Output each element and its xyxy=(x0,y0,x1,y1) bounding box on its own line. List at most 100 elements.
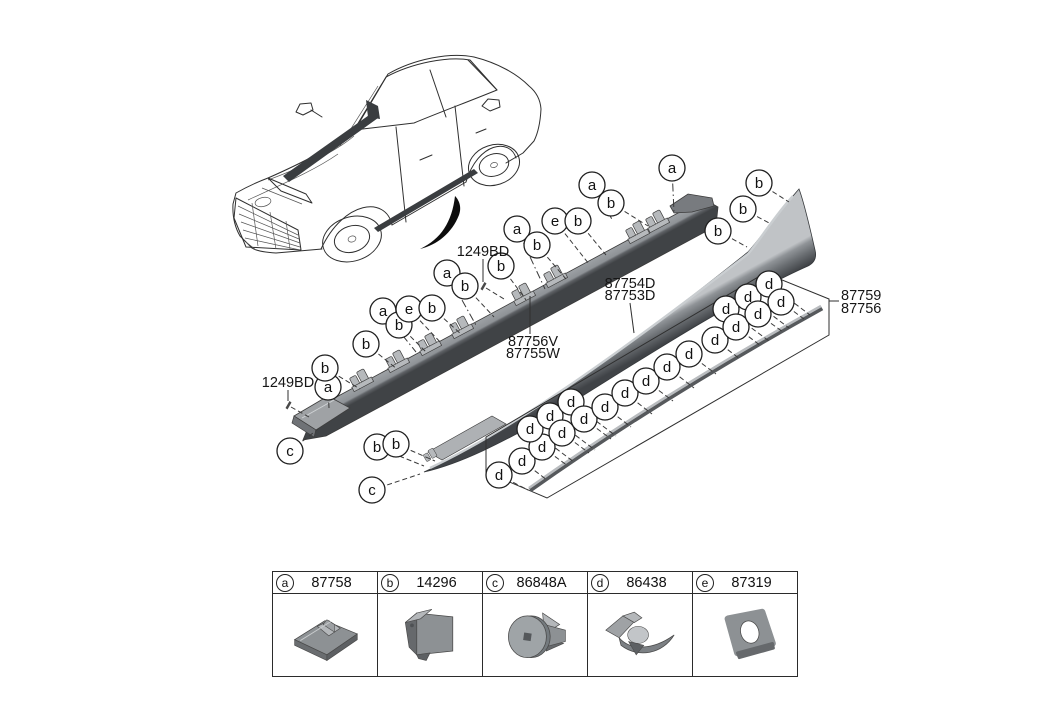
leader-line-b-2 xyxy=(324,367,361,390)
callout-b[interactable]: b xyxy=(418,294,446,322)
svg-text:d: d xyxy=(580,411,588,428)
pointer-swoosh-arrow xyxy=(420,196,461,249)
callout-b[interactable]: b xyxy=(352,330,380,358)
callout-a[interactable]: a xyxy=(658,154,686,182)
svg-text:d: d xyxy=(526,421,534,438)
callout-b[interactable]: b xyxy=(729,195,757,223)
leader-line-d-25 xyxy=(521,460,548,481)
tape-strip xyxy=(528,305,824,493)
legend-letter-badge-d: d xyxy=(591,573,609,592)
clip xyxy=(543,264,569,289)
callout-d[interactable]: d xyxy=(548,419,576,447)
label-tape-1: 87759 xyxy=(841,288,881,304)
callout-b[interactable]: b xyxy=(704,217,732,245)
label-screw-lower: 1249BD xyxy=(262,375,314,391)
callout-b[interactable]: b xyxy=(523,231,551,259)
clip xyxy=(349,368,375,393)
grille xyxy=(233,196,302,251)
svg-text:d: d xyxy=(711,332,719,349)
callout-b[interactable]: b xyxy=(564,207,592,235)
svg-text:b: b xyxy=(497,258,505,275)
svg-text:a: a xyxy=(324,379,333,396)
grommet-clip-icon xyxy=(508,611,566,658)
callout-d[interactable]: d xyxy=(508,447,536,475)
leader-line-d-24 xyxy=(498,474,529,491)
svg-text:c: c xyxy=(368,482,376,499)
callout-d[interactable]: d xyxy=(767,288,795,316)
car-illustration xyxy=(232,54,542,263)
far-side-mirror xyxy=(295,102,323,118)
callout-d[interactable]: d xyxy=(744,300,772,328)
leader-line-d-33 xyxy=(624,392,653,415)
label-moulding-rear-2: 87753D xyxy=(605,288,656,304)
callout-d[interactable]: d xyxy=(653,353,681,381)
pad-with-hole-icon xyxy=(724,608,776,659)
legend-icon-cell-b[interactable] xyxy=(377,593,483,677)
callout-b[interactable]: b xyxy=(745,169,773,197)
moulding-highlight-far-side xyxy=(283,113,378,182)
legend-icon-cell-c[interactable] xyxy=(482,593,588,677)
legend-letter-badge-b: b xyxy=(381,573,399,592)
legend-icon-cell-e[interactable] xyxy=(692,593,798,677)
callout-d[interactable]: d xyxy=(675,340,703,368)
svg-text:d: d xyxy=(495,467,503,484)
legend-icon-cell-a[interactable] xyxy=(272,593,378,677)
svg-text:b: b xyxy=(362,336,370,353)
callout-e[interactable]: e xyxy=(541,207,569,235)
moulding-highlight-sill xyxy=(374,169,478,232)
svg-text:b: b xyxy=(607,195,615,212)
callout-c[interactable]: c xyxy=(358,476,386,504)
leader-line-d-37 xyxy=(714,339,741,360)
svg-text:d: d xyxy=(722,301,730,318)
callout-d[interactable]: d xyxy=(632,367,660,395)
leader-line-b-22 xyxy=(742,208,772,225)
legend-icon-cell-d[interactable] xyxy=(587,593,693,677)
label-moulding-rear-1: 87754D xyxy=(605,276,656,292)
callout-a[interactable]: a xyxy=(578,171,606,199)
end-pad-clip-icon xyxy=(293,618,359,661)
svg-text:b: b xyxy=(395,317,403,334)
svg-text:c: c xyxy=(286,443,294,460)
callout-d[interactable]: d xyxy=(611,379,639,407)
leader-line-b-19 xyxy=(395,443,436,462)
callout-d[interactable]: d xyxy=(570,405,598,433)
callout-c[interactable]: c xyxy=(276,437,304,465)
clip xyxy=(625,220,651,245)
callout-b[interactable]: b xyxy=(382,430,410,458)
svg-text:d: d xyxy=(744,289,752,306)
svg-text:b: b xyxy=(755,175,763,192)
callout-d[interactable]: d xyxy=(516,415,544,443)
label-screw-upper: 1249BD xyxy=(457,244,509,260)
callout-b[interactable]: b xyxy=(597,189,625,217)
callout-d[interactable]: d xyxy=(701,326,729,354)
legend-letter-badge-c: c xyxy=(486,573,504,592)
callout-b[interactable]: b xyxy=(311,354,339,382)
rear-wheel xyxy=(468,143,520,187)
callout-a[interactable]: a xyxy=(503,215,531,243)
callout-d[interactable]: d xyxy=(485,461,513,489)
callout-b[interactable]: b xyxy=(451,272,479,300)
svg-text:d: d xyxy=(685,346,693,363)
svg-text:d: d xyxy=(642,373,650,390)
label-leaders xyxy=(285,259,839,418)
clip xyxy=(385,349,411,374)
leader-line-b-23 xyxy=(717,230,748,248)
moulding-fin-highlight xyxy=(366,100,380,119)
callout-d[interactable]: d xyxy=(591,393,619,421)
svg-text:e: e xyxy=(405,301,413,318)
callout-e[interactable]: e xyxy=(395,295,423,323)
svg-text:b: b xyxy=(461,278,469,295)
callout-d[interactable]: d xyxy=(722,313,750,341)
callout-b[interactable]: b xyxy=(487,252,515,280)
leader-line-b-21 xyxy=(758,182,790,203)
svg-text:d: d xyxy=(621,385,629,402)
svg-text:b: b xyxy=(739,201,747,218)
svg-text:d: d xyxy=(546,408,554,425)
chrome-stripe xyxy=(429,195,794,470)
